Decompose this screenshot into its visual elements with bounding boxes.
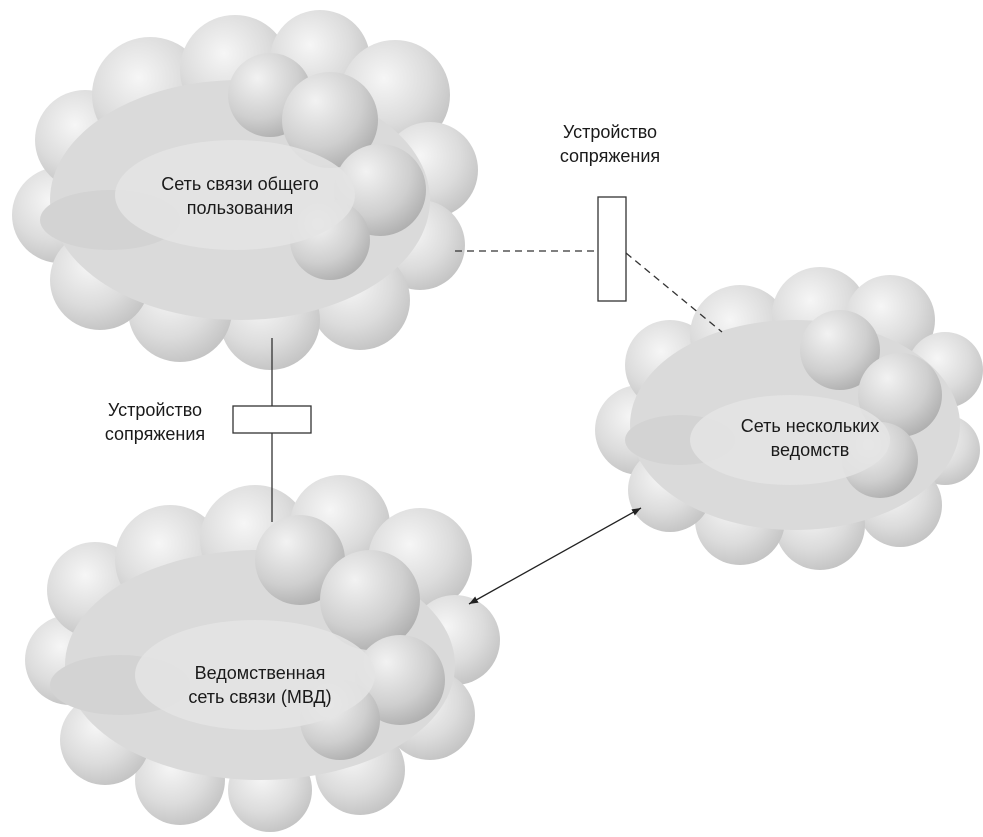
label-interface-device-vertical: Устройство сопряжения bbox=[540, 120, 680, 168]
label-device-horizontal-line1: Устройство bbox=[107, 400, 203, 420]
label-multi-department-network: Сеть нескольких ведомств bbox=[720, 414, 900, 462]
label-device-vertical-line2: сопряжения bbox=[559, 146, 661, 166]
label-device-vertical-line1: Устройство bbox=[562, 122, 658, 142]
interface-device-horizontal bbox=[232, 405, 312, 434]
label-public-network: Сеть связи общего пользования bbox=[130, 172, 350, 220]
label-public-network-line1: Сеть связи общего bbox=[161, 174, 319, 194]
cloud-multi-department-network bbox=[595, 267, 983, 570]
bidirectional-arrow bbox=[468, 507, 642, 605]
label-multi-department-line2: ведомств bbox=[770, 440, 850, 460]
interface-device-vertical bbox=[597, 196, 627, 302]
label-multi-department-line1: Сеть нескольких bbox=[740, 416, 880, 436]
dashed-link-device-v-to-multi bbox=[625, 252, 723, 333]
label-mvd-network-line1: Ведомственная bbox=[194, 663, 326, 683]
label-mvd-network-line2: сеть связи (МВД) bbox=[188, 687, 332, 707]
label-public-network-line2: пользования bbox=[186, 198, 294, 218]
cloud-public-network bbox=[12, 10, 478, 370]
label-device-horizontal-line2: сопряжения bbox=[104, 424, 206, 444]
label-interface-device-horizontal: Устройство сопряжения bbox=[85, 398, 225, 446]
cloud-mvd-network bbox=[25, 475, 500, 832]
label-mvd-network: Ведомственная сеть связи (МВД) bbox=[140, 661, 380, 709]
